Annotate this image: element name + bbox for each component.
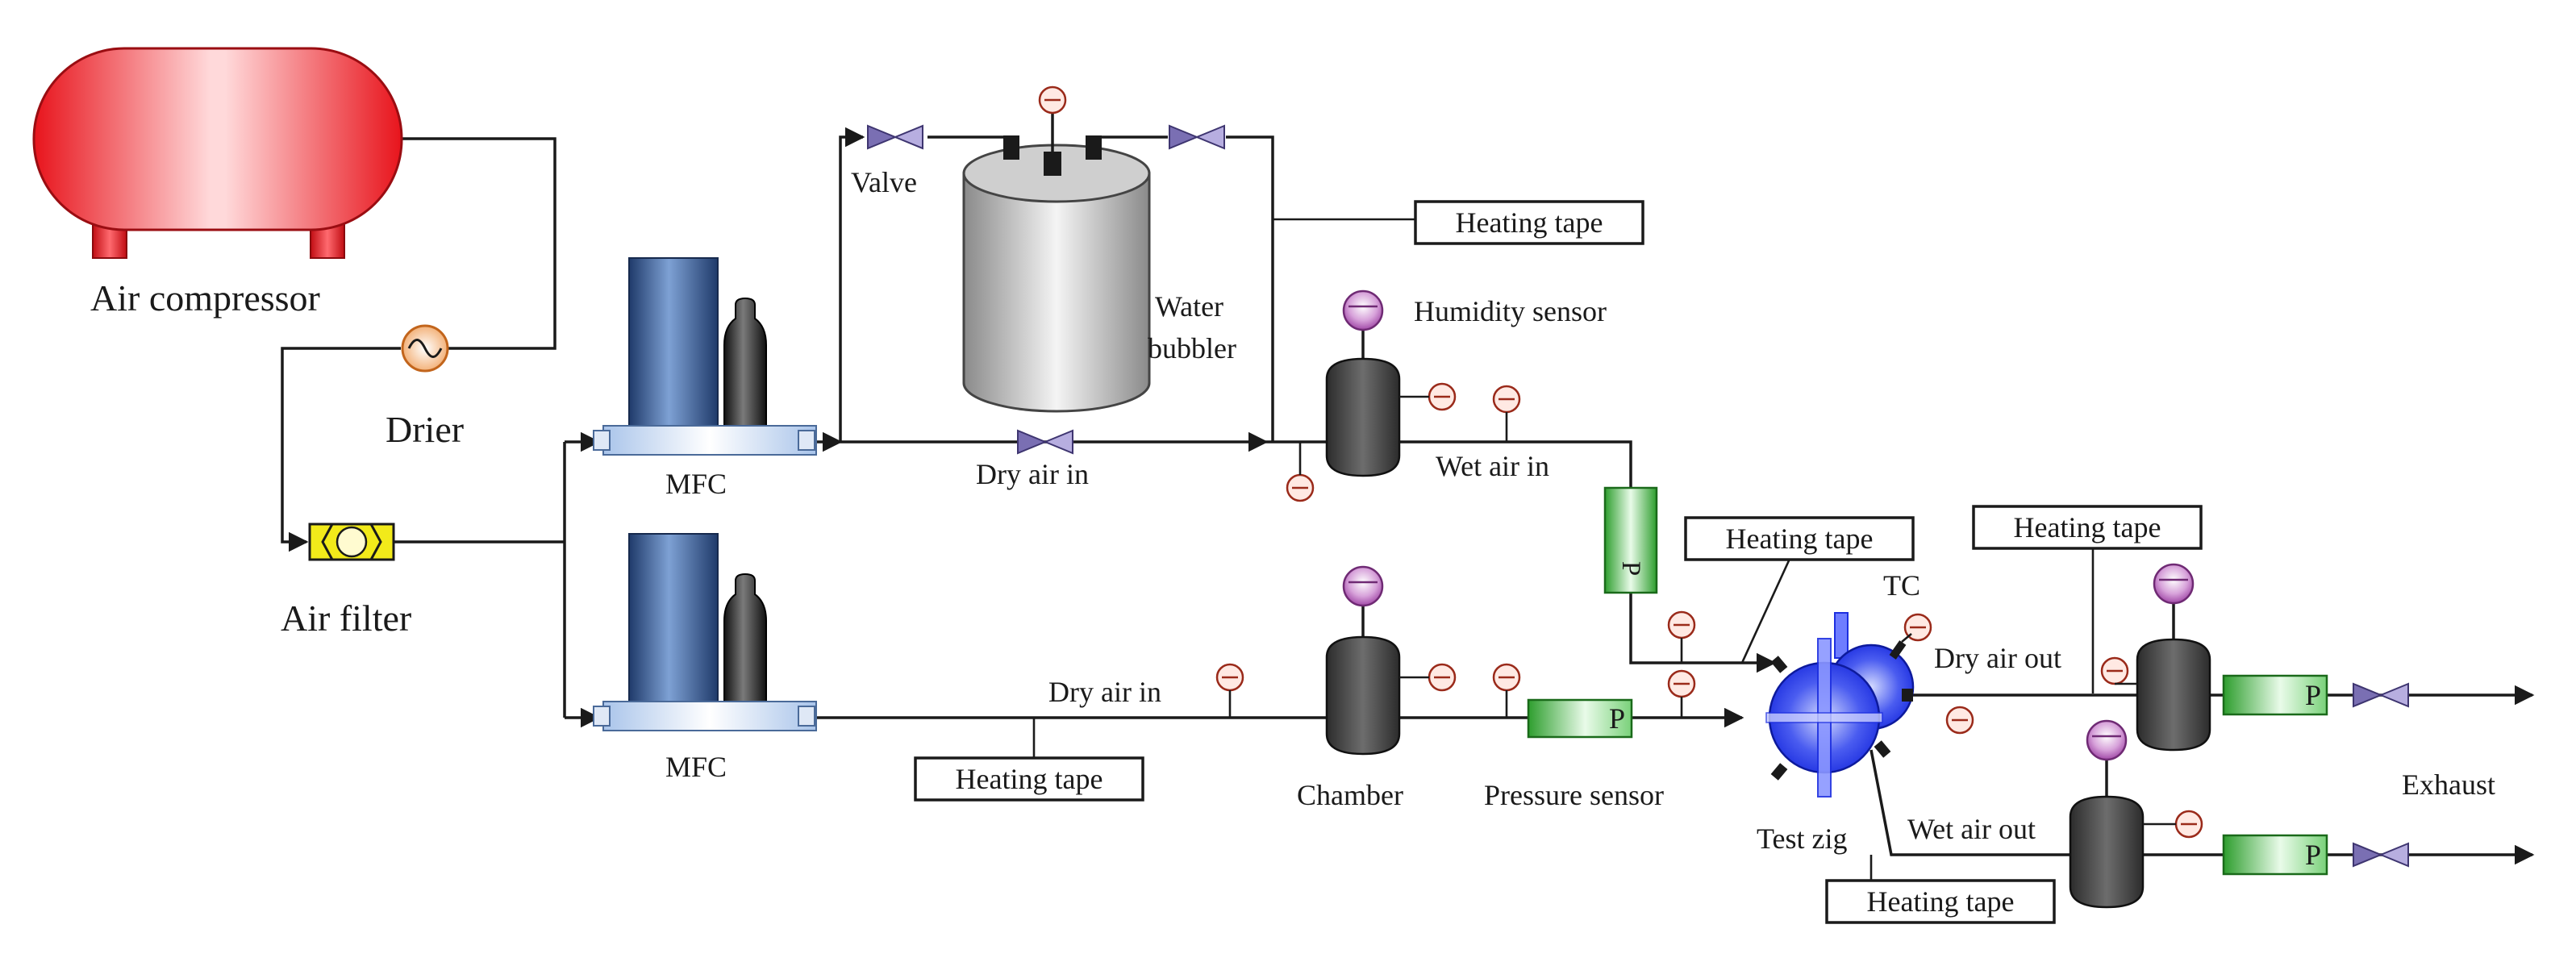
vertical-pressure-box: P <box>1603 486 1658 594</box>
valve-icon-dry-air-top <box>1017 429 1073 455</box>
pipe-compressor-to-drier <box>400 137 556 350</box>
thermocouple-icon <box>2100 656 2129 685</box>
valve-icon-top-left <box>867 124 923 150</box>
heating-tape-box-top: Heating tape <box>1414 200 1644 245</box>
mfc-bottom <box>593 533 817 731</box>
dry-air-out-label: Dry air out <box>1934 642 2061 674</box>
test-zig-label: Test zig <box>1757 822 1847 855</box>
sensor-stems <box>1228 412 1683 718</box>
heating-tape-bottom-label: Heating tape <box>956 763 1103 795</box>
pressure-box-letter-1: P <box>1609 702 1625 735</box>
valve-label: Valve <box>851 166 917 198</box>
mfc-top-label: MFC <box>665 468 727 500</box>
heating-tape-right-label: Heating tape <box>2014 511 2161 543</box>
wet-air-out-chamber <box>2069 719 2176 909</box>
valve-icon-exhaust-bottom <box>2353 842 2409 868</box>
dry-air-out-chamber <box>2115 563 2211 752</box>
humidity-sensor-label: Humidity sensor <box>1414 295 1607 327</box>
heating-tape-box-right: Heating tape <box>1972 505 2203 550</box>
chamber-label: Chamber <box>1297 779 1403 811</box>
thermocouple-icon <box>1428 382 1457 411</box>
drier-label: Drier <box>386 409 464 450</box>
test-zig <box>1765 612 1915 798</box>
pressure-box-exhaust-top: P <box>2222 674 2328 716</box>
thermocouple-icon <box>1492 385 1521 414</box>
bottom-chamber <box>1325 565 1429 756</box>
wet-air-out-label: Wet air out <box>1907 813 2036 845</box>
exhaust-label: Exhaust <box>2402 768 2495 801</box>
water-bubbler-label-line2: bubbler <box>1148 332 1236 364</box>
heating-tape-box-mid: Heating tape <box>1684 516 1915 561</box>
pipe-bubbler-to-valve <box>1091 135 1168 149</box>
thermocouple-icon <box>1667 669 1696 698</box>
heating-tape-top-label: Heating tape <box>1456 206 1603 239</box>
thermocouple-icon <box>1286 473 1315 502</box>
thermocouple-icon <box>1215 663 1244 692</box>
heating-tape-mid-label: Heating tape <box>1726 523 1874 555</box>
heating-tape-box-bottom: Heating tape <box>914 756 1144 802</box>
leader-heating-tape-mid <box>1740 548 1796 664</box>
thermocouple-icon <box>1667 610 1696 639</box>
mfc-top <box>593 257 817 456</box>
thermocouple-icon <box>1945 706 1974 735</box>
pipe-to-valve-top <box>839 127 865 442</box>
pressure-box-letter-3: P <box>2305 839 2321 871</box>
pipes <box>281 127 2535 881</box>
pipe-wet-return <box>1226 135 1274 442</box>
heating-tape-box-lower: Heating tape <box>1825 879 2056 924</box>
wet-air-in-label: Wet air in <box>1436 450 1549 482</box>
pressure-box-letter-2: P <box>2305 679 2321 711</box>
thermocouple-icon <box>1428 663 1457 692</box>
water-bubbler-label-line1: Water <box>1155 290 1223 323</box>
thermocouple-icon <box>2174 810 2203 839</box>
valve-icon-exhaust-top <box>2353 682 2409 708</box>
pressure-sensor-label: Pressure sensor <box>1484 779 1664 811</box>
water-bubbler <box>962 113 1151 413</box>
humidity-sensor-chamber <box>1325 289 1429 477</box>
pipe-to-test-zig <box>1629 593 1777 673</box>
air-filter-icon <box>308 523 395 561</box>
heating-tape-lower-label: Heating tape <box>1867 885 2015 918</box>
pipe-drier-to-filter <box>281 347 401 552</box>
thermocouple-icon <box>1492 663 1521 692</box>
valve-icon-top-right <box>1169 124 1225 150</box>
air-compressor-label: Air compressor <box>90 277 320 319</box>
thermocouple-icon <box>1038 85 1067 115</box>
air-filter-label: Air filter <box>281 598 411 639</box>
pressure-sensor-box: P <box>1527 698 1633 739</box>
pressure-box-exhaust-bottom: P <box>2222 834 2328 876</box>
vertical-box-letter: P <box>1616 561 1645 576</box>
dry-air-in-top-label: Dry air in <box>976 458 1089 490</box>
pipe-valve-to-bubbler <box>927 135 1014 149</box>
air-compressor <box>32 47 403 259</box>
tc-label: TC <box>1883 569 1920 602</box>
dry-air-in-bottom-label: Dry air in <box>1048 676 1161 708</box>
mfc-bottom-label: MFC <box>665 751 727 783</box>
drier-icon <box>401 324 449 373</box>
